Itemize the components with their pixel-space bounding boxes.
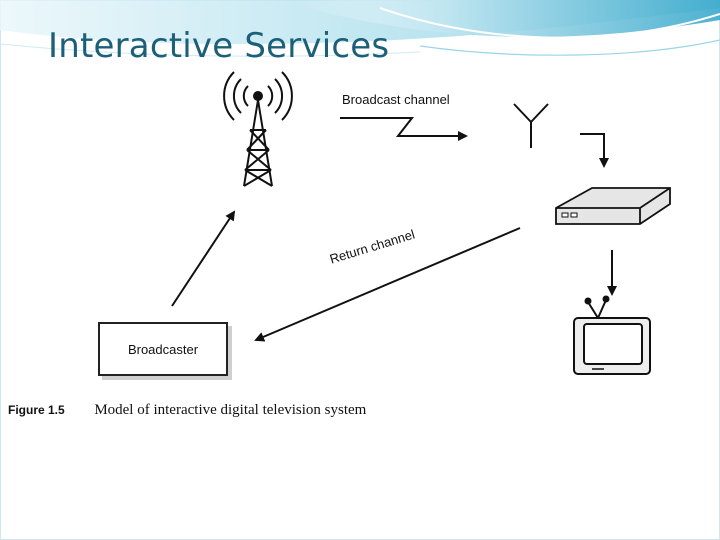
set-top-box-icon [555, 187, 671, 225]
television-icon [573, 295, 651, 375]
broadcast-channel-arrow [340, 117, 468, 141]
broadcaster-label: Broadcaster [127, 341, 199, 357]
broadcast-channel-label: Broadcast channel [342, 92, 450, 107]
broadcaster-box: Broadcaster [98, 322, 228, 376]
broadcaster-to-tower-arrow [171, 210, 236, 307]
figure-caption: Figure 1.5 Model of interactive digital … [8, 402, 366, 419]
caption-number: Figure 1.5 [8, 403, 65, 417]
return-channel-arrow [254, 227, 521, 342]
slide-title: Interactive Services [48, 26, 390, 66]
header-swoosh [0, 0, 720, 57]
caption-text: Model of interactive digital television … [94, 402, 367, 418]
transmitter-tower-icon [223, 71, 293, 187]
antenna-icon [513, 103, 549, 148]
antenna-to-box-arrow [580, 133, 609, 168]
